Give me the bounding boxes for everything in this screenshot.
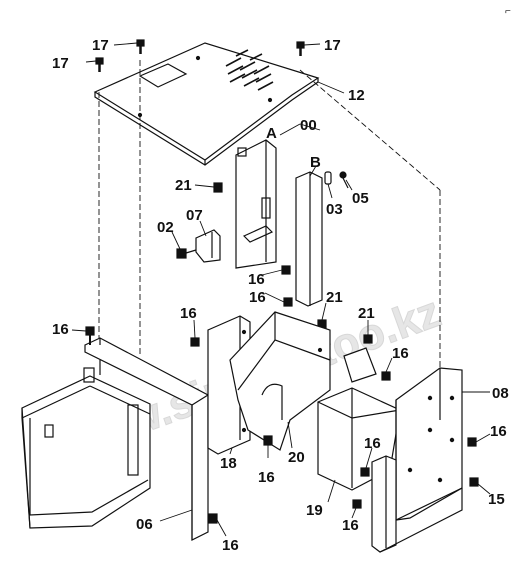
drawing-lines [21,39,491,553]
callout-16-bottom-mid: 16 [258,469,275,486]
callout-08: 08 [492,385,509,402]
bolt-16-far-right [467,437,477,447]
callout-16-bottom-left: 16 [222,537,239,554]
callout-07: 07 [186,207,203,224]
corner-mark: ⌐ [505,6,511,17]
callout-06: 06 [136,516,153,533]
bar-B [295,171,323,307]
callout-21-top: 21 [175,177,192,194]
bolt-16-b [283,297,293,307]
door-panel-left [21,360,151,529]
bolt-21-top [213,182,223,193]
bracket-A [235,139,277,269]
callout-19: 19 [306,502,323,519]
callout-16-c: 16 [180,305,197,322]
callout-02: 02 [157,219,174,236]
callout-20: 20 [288,449,305,466]
top-cover-part-12 [93,42,320,166]
bolt-16-bottom-left [208,513,218,524]
bolt-16-a [281,265,291,275]
bolt-16-bottom-right [352,499,362,509]
bolt-16-c [190,337,200,347]
callout-15: 15 [488,491,505,508]
callout-21-mid: 21 [326,289,343,306]
group-label-assembly: 00 [300,117,317,134]
bolt-16-bottom-mid [263,435,273,446]
bolt-21-right [363,334,373,344]
callout-03: 03 [326,201,343,218]
bolt-16-right-top [381,371,391,381]
callout-17-right: 17 [324,37,341,54]
callout-16-b: 16 [249,289,266,306]
group-label-B: B [310,154,321,171]
frame-part-06 [84,337,209,541]
clip-03 [324,171,332,185]
callout-16-far-right: 16 [490,423,507,440]
bracket-07 [195,229,221,263]
callout-16-panel: 16 [364,435,381,452]
callout-05: 05 [352,190,369,207]
callout-21-right: 21 [358,305,375,322]
lower-frame-panel [371,455,463,553]
group-label-A: A [266,125,277,142]
callout-12: 12 [348,87,365,104]
bolt-15 [469,477,479,487]
callout-16-a: 16 [248,271,265,288]
side-panel-part-08 [395,367,463,521]
callout-17-mid: 17 [92,37,109,54]
duct-part-20 [229,311,331,451]
bolt-16-panel [360,467,370,477]
callout-16-right-top: 16 [392,345,409,362]
bolt-17-left [95,57,104,72]
callout-16-left: 16 [52,321,69,338]
bolt-17-right [296,41,305,56]
bolt-17-mid [136,39,145,54]
bolt-02 [176,248,197,259]
callout-16-bottom-right: 16 [342,517,359,534]
callout-17-left: 17 [52,55,69,72]
alignment-lines [98,60,441,370]
callout-18: 18 [220,455,237,472]
screw-05 [339,171,349,189]
leader-lines [71,42,491,537]
